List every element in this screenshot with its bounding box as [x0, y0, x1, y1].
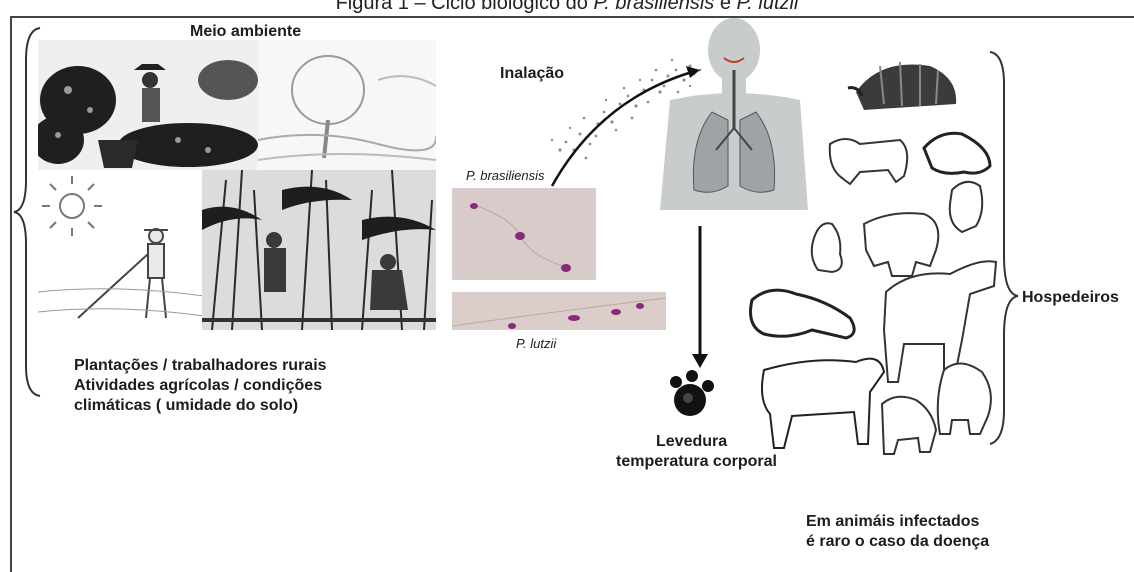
horse-icon — [884, 261, 996, 382]
environment-desc-line-2: Atividades agrícolas / condições — [74, 376, 322, 396]
p-lutzii-label: P. lutzii — [516, 336, 556, 351]
right-brace — [990, 52, 1018, 444]
rabbit-icon — [812, 223, 842, 272]
cat-icon — [830, 139, 907, 184]
p-brasiliensis-label: P. brasiliensis — [466, 168, 545, 183]
spore-cloud — [551, 59, 702, 160]
sun-plowing-panel — [38, 172, 204, 330]
dog-icon — [924, 133, 990, 173]
inhalation-label: Inalação — [500, 64, 564, 84]
armadillo-icon — [848, 62, 956, 110]
yeast-label: Levedura — [656, 432, 727, 452]
sheep-icon — [938, 363, 991, 434]
inhalation-arrowhead — [686, 66, 700, 78]
p-lutzii-micrograph — [452, 292, 666, 330]
environment-desc-line-1: Plantações / trabalhadores rurais — [74, 356, 327, 376]
caption-middle: e — [714, 0, 736, 14]
environment-desc-line-3: climáticas ( umidade do solo) — [74, 396, 298, 416]
frame-left-border — [10, 16, 12, 572]
rooster-icon — [950, 182, 983, 232]
inhalation-arrow — [552, 72, 692, 186]
caption-species-1: P. brasiliensis — [593, 0, 714, 14]
goat-icon — [882, 397, 936, 454]
caption-species-2: P. lutzii — [737, 0, 799, 14]
down-arrow-head — [692, 354, 708, 368]
sun-icon — [42, 176, 102, 236]
left-brace — [14, 28, 40, 396]
farm-scene-panel — [38, 40, 260, 170]
pig-icon — [864, 213, 938, 276]
environment-label: Meio ambiente — [190, 22, 301, 42]
note-line-2: é raro o caso da doença — [806, 532, 989, 552]
frame-top-border — [10, 16, 1134, 18]
figure-caption: Figura 1 – Ciclo biológico do P. brasili… — [0, 0, 1134, 15]
sugarcane-harvest-panel — [202, 170, 436, 330]
monkey-icon — [751, 290, 855, 338]
hosts-label: Hospedeiros — [1022, 288, 1119, 308]
p-brasiliensis-micrograph — [452, 188, 596, 280]
caption-prefix: Figura 1 – Ciclo biológico do — [336, 0, 594, 14]
yeast-desc-label: temperatura corporal — [616, 452, 777, 472]
note-line-1: Em animáis infectados — [806, 512, 979, 532]
tree-scene-panel — [258, 40, 436, 170]
cow-icon — [762, 359, 884, 448]
